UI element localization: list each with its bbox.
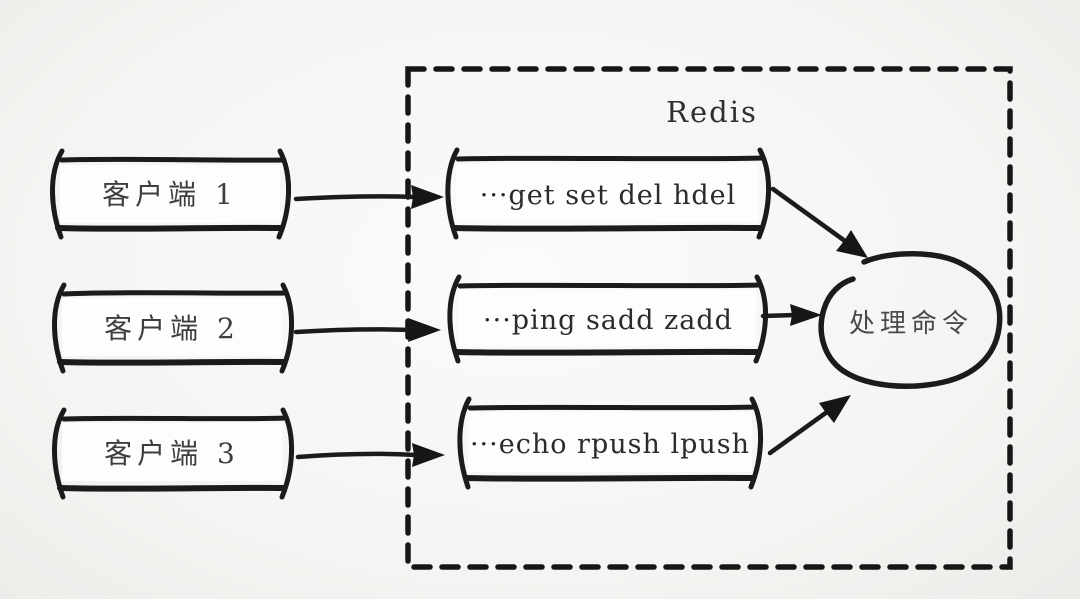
queue-box-1-top <box>455 155 765 162</box>
client-box-1-top <box>59 156 285 163</box>
arrow-queue2-to-processor <box>760 304 822 326</box>
arrow-client1-line <box>293 194 418 202</box>
arrow-queue1-head <box>836 230 868 258</box>
redis-boundary: Redis <box>405 66 1013 570</box>
queue-box-3-left <box>457 396 472 490</box>
arrow-client2-head <box>408 318 441 342</box>
redis-boundary-rect <box>405 66 1013 570</box>
client-box-1: 客户端 1 <box>50 148 291 240</box>
arrow-queue3-head <box>819 395 851 423</box>
queue-box-3-top <box>467 404 757 411</box>
queue-3-label: ···echo rpush lpush <box>470 429 750 460</box>
command-queue-box-1: ···get set del hdel <box>445 147 771 240</box>
client-box-3-bottom <box>57 484 286 492</box>
client-box-2-left <box>52 282 67 374</box>
arrow-queue2-head <box>790 304 822 326</box>
arrow-client3-line <box>295 451 419 460</box>
queue-box-2-bottom <box>453 348 760 356</box>
queue-box-1-left <box>445 147 460 240</box>
queue-box-2-left <box>447 274 462 364</box>
queue-box-3-bottom <box>463 474 755 482</box>
client-box-3-right <box>279 407 294 500</box>
queue-box-2-top <box>457 282 762 289</box>
arrow-client2-to-queue2 <box>293 318 441 342</box>
command-queue-box-2-fill <box>458 290 756 346</box>
client-box-3-left <box>52 407 67 500</box>
command-queue-box-1-fill <box>456 164 758 222</box>
queue-2-label: ···ping sadd zadd <box>483 305 733 336</box>
arrow-client3-head <box>412 443 445 467</box>
client-3-label: 客户端 3 <box>104 437 240 470</box>
client-box-2-top <box>61 290 288 297</box>
client-box-3: 客户端 3 <box>52 407 294 500</box>
arrow-client3-to-queue3 <box>295 443 445 467</box>
arrow-queue2-line <box>760 312 799 319</box>
client-2-label: 客户端 2 <box>104 312 240 345</box>
client-box-2-bottom <box>57 358 286 366</box>
command-queue-box-3-fill <box>468 412 752 472</box>
client-box-3-top <box>61 415 288 422</box>
queue-box-2-right <box>753 274 768 364</box>
client-box-1-left <box>50 148 65 240</box>
client-box-2-fill <box>62 298 282 356</box>
redis-label: Redis <box>666 95 758 129</box>
arrow-queue3-line <box>767 409 830 456</box>
queue-box-1-bottom <box>451 224 763 232</box>
process-commands-outline <box>818 251 1003 389</box>
client-box-1-bottom <box>55 224 283 232</box>
arrow-client1-head <box>411 185 444 209</box>
process-commands-blob: 处理命令 <box>818 251 1003 389</box>
arrow-queue1-line <box>770 186 848 244</box>
arrow-client1-to-queue1 <box>293 185 444 209</box>
client-1-label: 客户端 1 <box>102 178 238 211</box>
arrow-queue1-to-processor <box>770 186 868 258</box>
queue-1-label: ···get set del hdel <box>480 180 736 211</box>
command-queue-box-3: ···echo rpush lpush <box>457 396 763 490</box>
client-box-2: 客户端 2 <box>52 282 294 374</box>
process-commands-label: 处理命令 <box>849 309 973 339</box>
command-queue-box-2: ···ping sadd zadd <box>447 274 768 364</box>
arrow-client2-line <box>293 327 415 335</box>
client-box-3-fill <box>62 423 282 481</box>
arrow-queue3-to-processor <box>767 395 851 456</box>
client-box-2-right <box>279 282 294 374</box>
client-box-1-right <box>276 148 291 240</box>
client-box-1-fill <box>60 165 280 223</box>
queue-box-3-right <box>748 396 763 490</box>
queue-box-1-right <box>756 147 771 240</box>
